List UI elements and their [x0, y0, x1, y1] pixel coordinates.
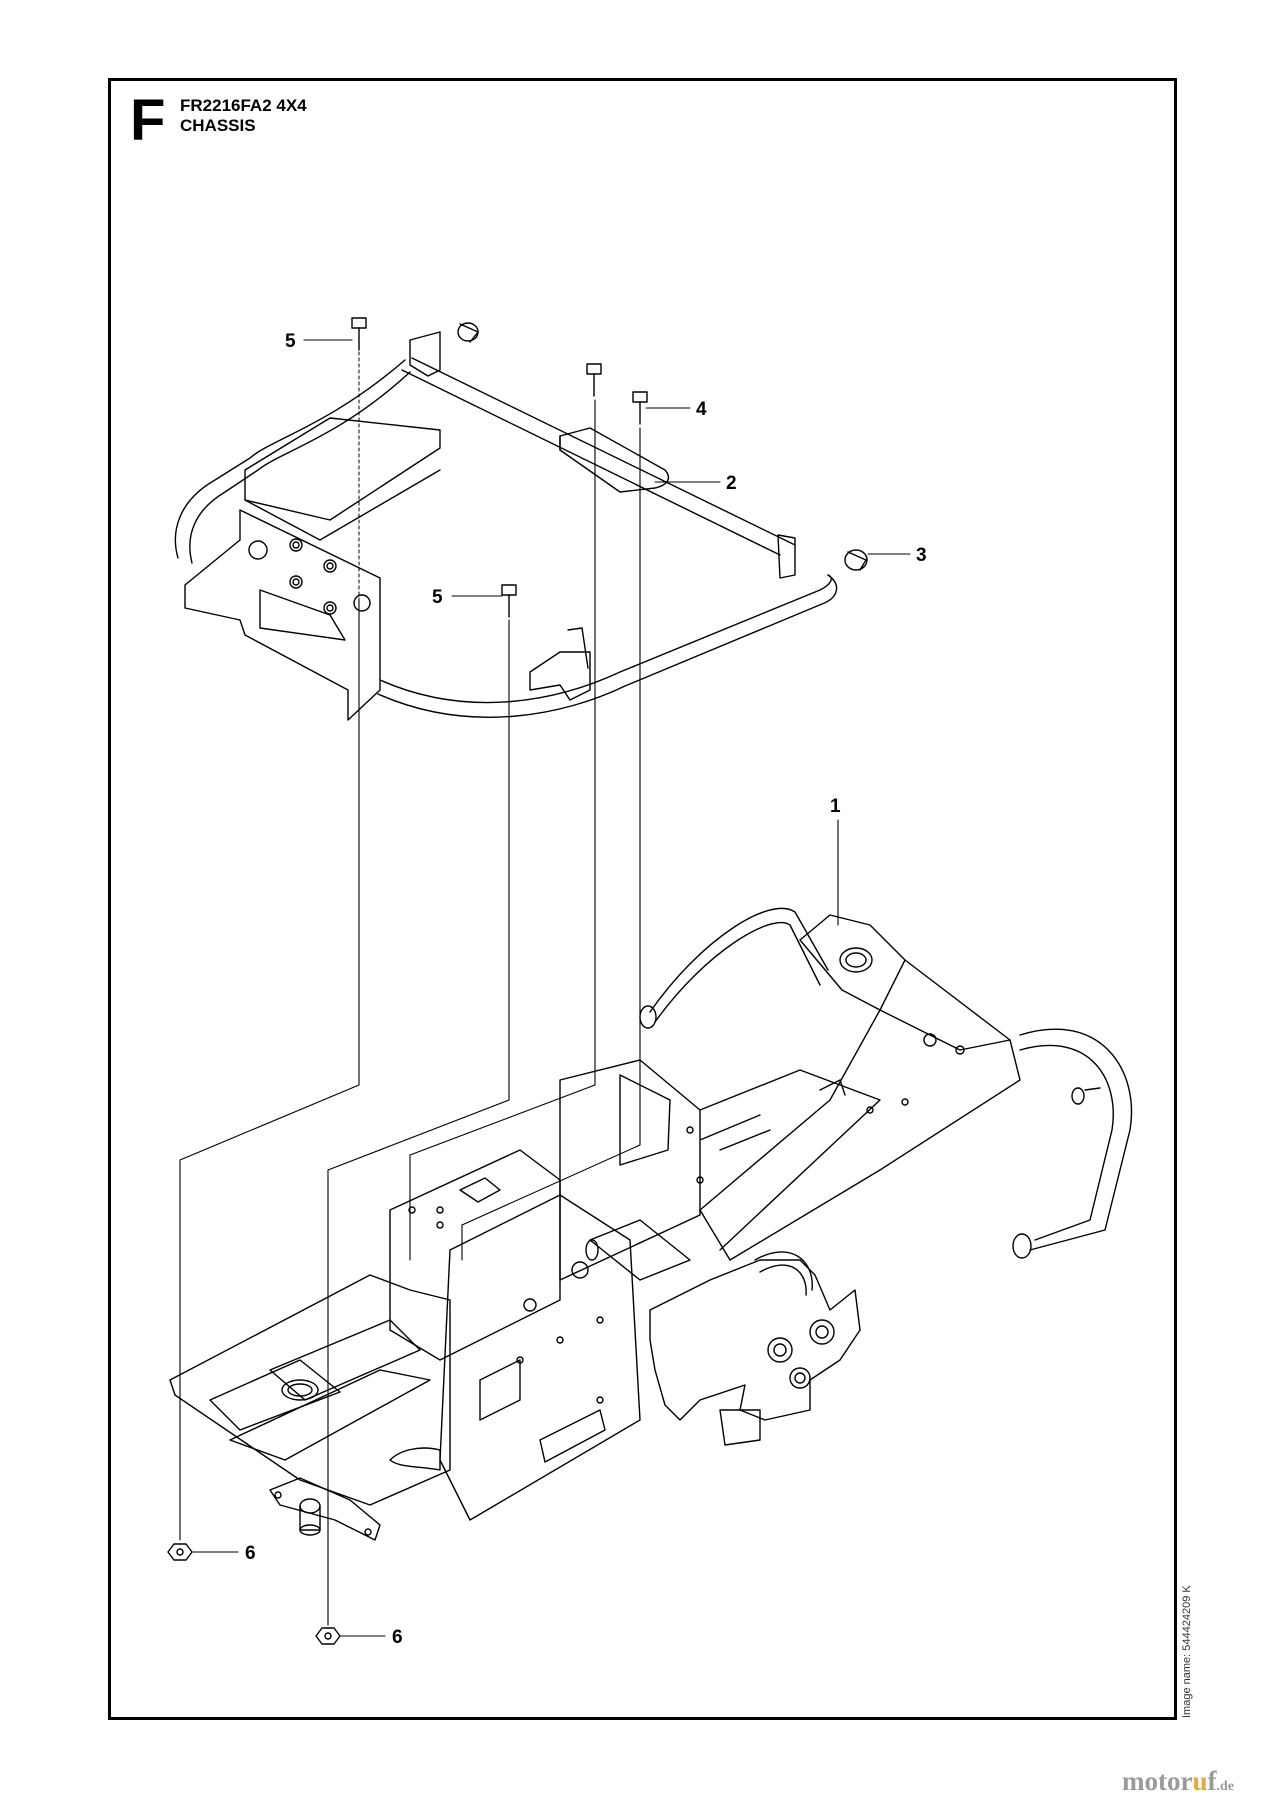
callout-leaders — [191, 339, 911, 1637]
diagram-frame — [108, 78, 1177, 1720]
watermark-brand-end: f — [1207, 1766, 1217, 1796]
seat-frame-part — [174, 331, 838, 721]
callout-5-upper: 5 — [285, 331, 296, 352]
diagram-title: CHASSIS — [180, 116, 256, 135]
callout-5-lower: 5 — [432, 587, 443, 608]
callout-1: 1 — [830, 796, 841, 817]
image-name-reference: Image name: 544424209 K — [1181, 1585, 1193, 1718]
assembly-leader-lines — [179, 399, 641, 1626]
nuts — [167, 1543, 341, 1645]
bolts — [351, 317, 648, 618]
callout-6-left: 6 — [245, 1543, 256, 1564]
rubber-bumpers — [457, 322, 868, 571]
chassis-part — [169, 907, 1133, 1541]
callout-6-right: 6 — [392, 1627, 403, 1648]
watermark-tld: .de — [1216, 1779, 1235, 1794]
watermark-brand-accent: u — [1192, 1766, 1208, 1796]
callout-4: 4 — [696, 399, 707, 420]
watermark-logo: motoruf.de — [1122, 1766, 1234, 1797]
model-number: FR2216FA2 4X4 — [180, 96, 307, 115]
callout-3: 3 — [916, 545, 927, 566]
callout-2: 2 — [726, 473, 737, 494]
section-letter: F — [130, 88, 166, 153]
watermark-brand-start: motor — [1122, 1766, 1193, 1796]
